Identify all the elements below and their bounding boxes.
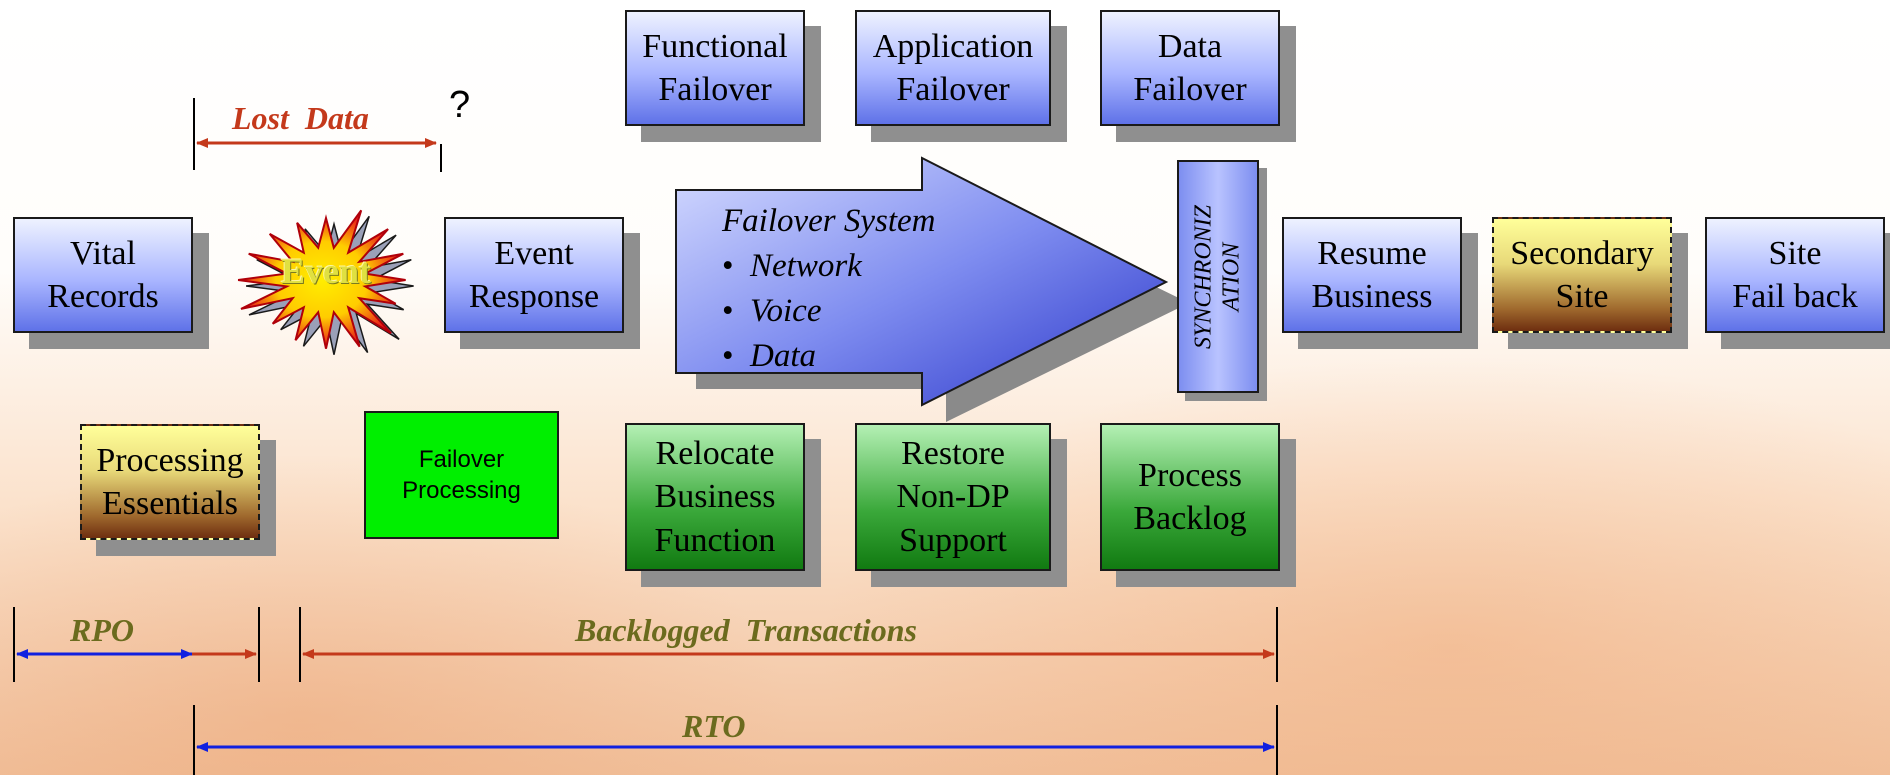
failover-item-network: Network (750, 244, 936, 289)
secondary-site-box: Secondary Site (1492, 217, 1672, 333)
failover-system-title: Failover System (722, 203, 936, 239)
site-fail-back-box: Site Fail back (1705, 217, 1885, 333)
failover-system-text: Failover System Network Voice Data (722, 199, 936, 379)
process-backlog-box: Process Backlog (1100, 423, 1280, 571)
event-response-label: Event Response (468, 234, 600, 315)
failover-system-list: Network Voice Data (722, 244, 936, 379)
lost-data-label: Lost Data (232, 100, 369, 136)
processing-essentials-box: Processing Essentials (80, 424, 260, 540)
vital-records-box: Vital Records (13, 217, 193, 333)
rpo-label: RPO (70, 612, 134, 648)
application-failover-label: Application Failover (872, 27, 1034, 108)
event-label: Event (281, 251, 371, 291)
functional-failover-label: Functional Failover (642, 27, 788, 108)
rpo-backlog-span (13, 607, 1278, 682)
rto-label: RTO (682, 708, 746, 744)
lost-data-span (193, 98, 442, 172)
site-fail-back-label: Site Fail back (1732, 234, 1858, 315)
resume-business-box: Resume Business (1282, 217, 1462, 333)
functional-failover-box: Functional Failover (625, 10, 805, 126)
relocate-business-function-label: Relocate Business Function (654, 435, 776, 559)
failover-processing-box: Failover Processing (364, 411, 559, 539)
rto-span (193, 705, 1278, 775)
restore-non-dp-support-box: Restore Non-DP Support (855, 423, 1051, 571)
secondary-site-label: Secondary Site (1510, 234, 1654, 315)
failover-item-data: Data (750, 334, 936, 379)
event-response-box: Event Response (444, 217, 624, 333)
question-mark: ? (449, 84, 471, 126)
processing-essentials-label: Processing Essentials (96, 441, 244, 522)
relocate-business-function-box: Relocate Business Function (625, 423, 805, 571)
backlogged-transactions-label: Backlogged Transactions (575, 612, 917, 648)
data-failover-box: Data Failover (1100, 10, 1280, 126)
process-backlog-label: Process Backlog (1133, 456, 1247, 537)
resume-business-label: Resume Business (1311, 234, 1433, 315)
application-failover-box: Application Failover (855, 10, 1051, 126)
event-starburst (237, 209, 414, 355)
restore-non-dp-support-label: Restore Non-DP Support (896, 435, 1010, 559)
failover-item-voice: Voice (750, 289, 936, 334)
data-failover-label: Data Failover (1133, 27, 1247, 108)
failover-processing-label: Failover Processing (402, 445, 521, 504)
synchronization-bar: SYNCHRONIZ ATION (1177, 160, 1259, 393)
synchronization-label: SYNCHRONIZ ATION (1190, 204, 1244, 349)
vital-records-label: Vital Records (47, 234, 159, 315)
